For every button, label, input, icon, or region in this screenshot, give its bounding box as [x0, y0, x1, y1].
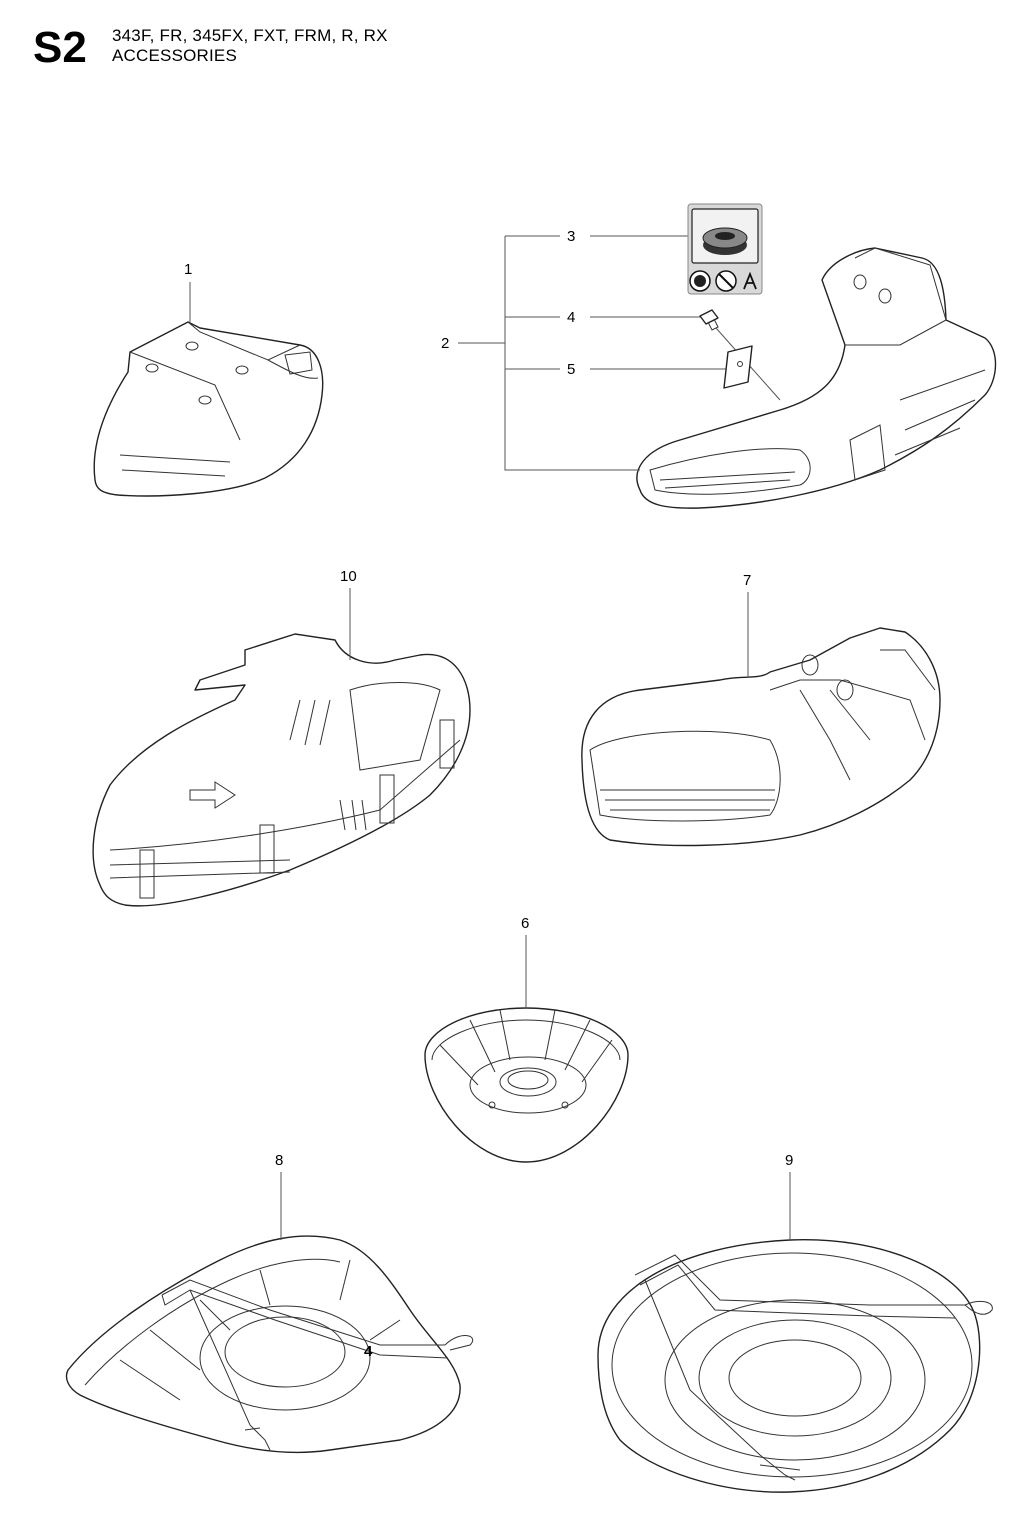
part-6-cup[interactable] — [424, 1007, 629, 1163]
part-10-guard[interactable] — [92, 633, 471, 907]
callout-5: 5 — [567, 361, 575, 378]
callout-2: 2 — [441, 335, 449, 352]
callout-9: 9 — [785, 1152, 793, 1169]
callout-7: 7 — [743, 572, 751, 589]
part-1-guard[interactable] — [93, 321, 324, 497]
section-code: S2 — [33, 23, 87, 72]
callout-8: 8 — [275, 1152, 283, 1169]
callout-6: 6 — [521, 915, 529, 932]
part-9-guard[interactable] — [597, 1238, 993, 1493]
model-list: 343F, FR, 345FX, FXT, FRM, R, RX — [112, 26, 388, 45]
part-2-guard[interactable] — [636, 247, 997, 509]
part-5-plate[interactable] — [723, 345, 753, 389]
callout-4: 4 — [567, 309, 575, 326]
inline-label-4: 4 — [364, 1343, 373, 1360]
part-3-decal[interactable] — [687, 203, 763, 295]
page-title: ACCESSORIES — [112, 46, 238, 65]
callout-3: 3 — [567, 228, 575, 245]
part-7-guard[interactable] — [581, 627, 941, 847]
part-8-guard[interactable] — [65, 1235, 473, 1454]
callout-1: 1 — [184, 261, 192, 278]
callout-10: 10 — [340, 568, 357, 585]
